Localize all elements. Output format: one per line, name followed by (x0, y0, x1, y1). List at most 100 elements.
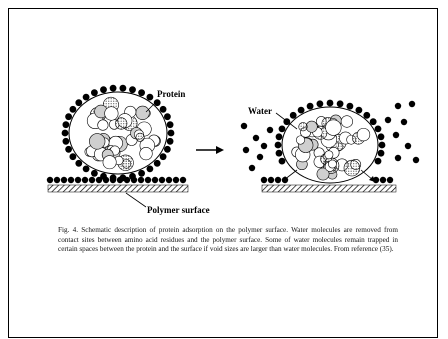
water-molecule (61, 177, 67, 183)
water-molecule (147, 94, 154, 101)
amino-acid-residue (299, 122, 308, 131)
water-molecule (110, 177, 116, 183)
water-molecule (405, 143, 411, 149)
amino-acid-residue (89, 134, 105, 150)
amino-acid-residue (306, 121, 317, 132)
water-molecule (160, 106, 167, 113)
water-molecule (253, 135, 259, 141)
water-molecule (47, 177, 53, 183)
water-molecule (243, 147, 249, 153)
water-molecule (145, 177, 151, 183)
water-molecule (83, 94, 90, 101)
water-molecule (267, 127, 273, 133)
amino-acid-residue (344, 160, 360, 176)
water-molecule (138, 89, 145, 96)
water-molecule (378, 150, 385, 157)
water-molecule (75, 99, 82, 106)
water-molecule (409, 101, 415, 107)
water-molecule (75, 177, 81, 183)
water-molecule (154, 160, 161, 167)
water-molecule (138, 170, 145, 177)
water-molecule (164, 113, 171, 120)
water-molecule (138, 177, 144, 183)
protein-after-adsorption (275, 100, 386, 183)
water-molecule (159, 177, 165, 183)
polymer-surface-leader-line (126, 193, 146, 207)
water-molecule (298, 107, 305, 114)
water-molecule (356, 107, 363, 114)
water-molecule (413, 157, 419, 163)
water-molecule (180, 177, 186, 183)
amino-acid-residue (325, 151, 333, 159)
water-molecule (68, 177, 74, 183)
water-molecule (275, 177, 281, 183)
water-molecule (347, 103, 354, 110)
water-molecule (337, 100, 344, 107)
water-molecule (152, 177, 158, 183)
amino-acid-residue (140, 147, 153, 160)
water-molecule (276, 150, 283, 157)
amino-acid-residue (103, 156, 116, 169)
water-molecule (167, 138, 174, 145)
amino-acid-residue (136, 106, 150, 120)
water-molecule (91, 89, 98, 96)
polymer-surface-label: Polymer surface (147, 205, 210, 215)
water-molecule (110, 85, 117, 92)
water-molecule (290, 112, 297, 119)
water-molecule (91, 170, 98, 177)
amino-acid-residue (105, 107, 119, 121)
water-molecule (275, 142, 282, 149)
water-molecule (370, 118, 377, 125)
water-molecule (160, 153, 167, 160)
water-molecule (62, 130, 69, 137)
water-molecule (268, 177, 274, 183)
water-molecule (261, 177, 267, 183)
amino-acid-residue (296, 136, 304, 144)
water-molecule (401, 119, 407, 125)
surface-water-left (47, 177, 186, 183)
water-molecule (89, 177, 95, 183)
water-molecule (100, 86, 107, 93)
water-molecule (257, 154, 263, 160)
water-molecule (129, 86, 136, 93)
water-molecule (393, 132, 399, 138)
water-molecule (65, 146, 72, 153)
protein-adsorption-figure: Protein Water Polymer surface (0, 0, 448, 230)
water-molecule (65, 113, 72, 120)
amino-acid-residue (326, 120, 342, 136)
water-molecule (164, 146, 171, 153)
water-molecule (63, 121, 70, 128)
amino-acid-residue (98, 120, 108, 130)
amino-acid-residue (115, 118, 127, 130)
water-molecule (241, 123, 247, 129)
water-label: Water (248, 106, 272, 116)
water-molecule (82, 177, 88, 183)
water-molecule (96, 177, 102, 183)
water-molecule (167, 121, 174, 128)
amino-acid-residue (328, 160, 336, 168)
water-molecule (276, 133, 283, 140)
water-molecule (166, 177, 172, 183)
water-molecule (124, 177, 130, 183)
water-molecule (279, 158, 286, 165)
water-molecule (75, 160, 82, 167)
water-molecule (380, 177, 386, 183)
water-molecule (147, 166, 154, 173)
water-molecule (117, 177, 123, 183)
water-molecule (54, 177, 60, 183)
water-molecule (120, 85, 127, 92)
water-molecule (307, 103, 314, 110)
water-molecule (363, 112, 370, 119)
amino-acid-residue (136, 133, 144, 141)
amino-acid-residue (341, 116, 353, 128)
water-molecule (279, 125, 286, 132)
water-molecule (168, 130, 175, 137)
figure-caption: Fig. 4. Schematic description of protein… (58, 226, 398, 255)
water-molecule (249, 165, 255, 171)
protein-label: Protein (157, 89, 185, 99)
polymer-surface-left (47, 177, 188, 192)
amino-acid-residue (357, 128, 370, 141)
water-molecule (387, 177, 393, 183)
water-molecule (131, 177, 137, 183)
water-molecule (327, 100, 334, 107)
